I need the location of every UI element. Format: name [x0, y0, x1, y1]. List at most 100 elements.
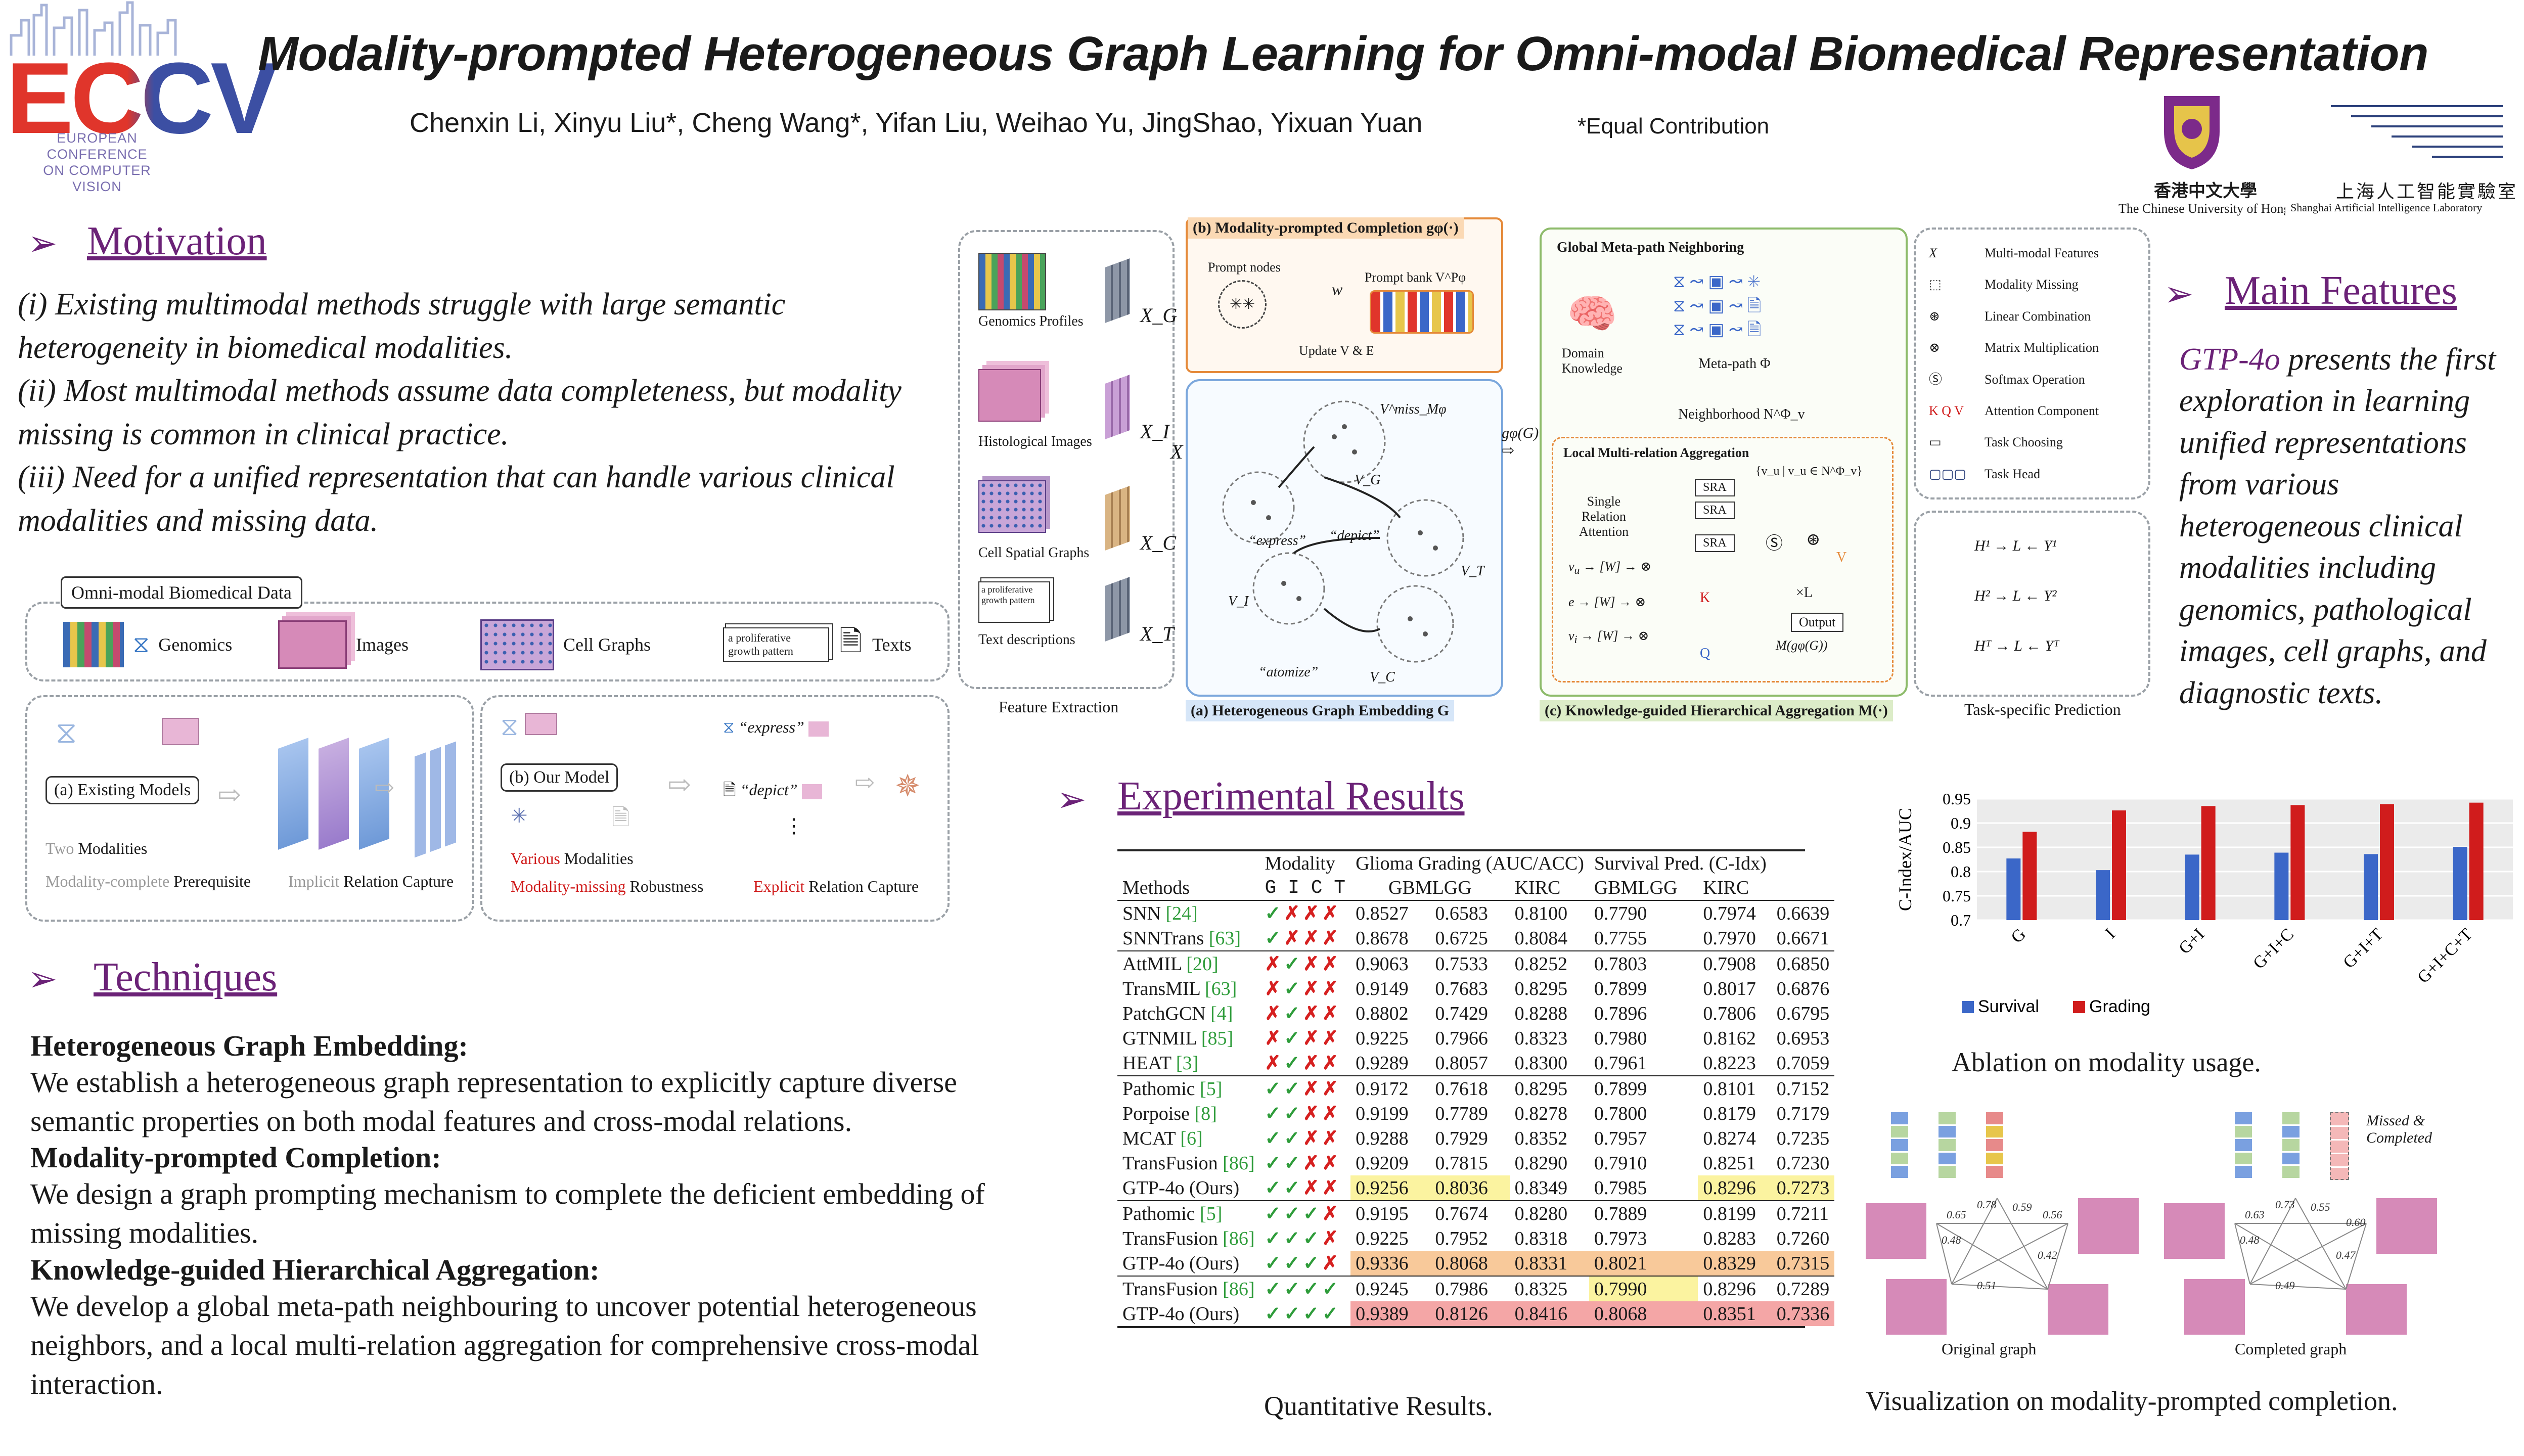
modality-cell: ✓✓✓✗	[1259, 1201, 1350, 1226]
w-label: w	[1332, 280, 1343, 298]
cross-icon: ✗	[1284, 903, 1300, 924]
legend-swatch	[2073, 1001, 2085, 1013]
value-cell: 0.7789	[1435, 1103, 1488, 1124]
main-features-heading: Main Features	[2225, 268, 2457, 313]
our-cell-icon: ✳	[511, 804, 528, 827]
method-cell: TransFusion [86]	[1122, 1152, 1255, 1174]
modality-cell: ✓✗✗✗	[1259, 900, 1350, 926]
check-icon: ✓	[1303, 1303, 1320, 1325]
domain-knowledge-label: Domain Knowledge	[1562, 346, 1622, 376]
cross-icon: ✗	[1322, 1028, 1338, 1049]
x-tick-label: G	[2007, 925, 2030, 947]
legend-item-2: ⬚Modality Missing	[1929, 277, 2079, 292]
value-cell: 0.7899	[1594, 1078, 1647, 1100]
our-icons: ⧖	[501, 708, 557, 746]
motivation-heading: Motivation	[87, 219, 267, 263]
set-notation: {v_u | v_u ∈ N^Φ_v}	[1755, 465, 1863, 478]
our-feature-1: Various Modalities	[511, 849, 634, 868]
value-cell: 0.7059	[1776, 1052, 1830, 1074]
node-rows: vu → [W] → ⊗ e → [W] → ⊗ vi → [W] → ⊗	[1568, 559, 1652, 646]
our-relation-depict: 🗎 “depict”	[723, 779, 822, 806]
value-cell: 0.7974	[1703, 902, 1756, 924]
method-cell: Pathomic [5]	[1122, 1203, 1223, 1224]
value-cell: 0.8678	[1356, 927, 1409, 949]
our-ellipsis: ⋮	[784, 814, 804, 837]
legend-swatch	[1962, 1001, 1974, 1013]
legend-item-8: ▢▢▢Task Head	[1929, 466, 2041, 481]
document-icon: 🗎	[839, 625, 863, 657]
our-graph-icon: ✵	[895, 769, 921, 803]
cross-icon: ✗	[1322, 903, 1338, 924]
bar-grading	[2022, 832, 2037, 920]
legend-item-4: ⊗Matrix Multiplication	[1929, 340, 2099, 355]
embedding-title: (a) Heterogeneous Graph Embedding G	[1186, 700, 1455, 721]
value-cell: 0.6953	[1776, 1027, 1830, 1049]
brain-icon: 🧠	[1567, 292, 1617, 337]
value-cell: 0.8100	[1514, 902, 1568, 924]
value-cell: 0.9225	[1356, 1227, 1409, 1249]
input-label-histology: Histological Images	[978, 434, 1092, 449]
kqv-q: Q	[1700, 646, 1710, 661]
value-cell: 0.8274	[1703, 1127, 1756, 1149]
input-sym-histology: X_I	[1140, 420, 1169, 443]
task-head-3: Hᵀ → L ← Yᵀ	[1974, 638, 2059, 654]
graph-label-vi: V_I	[1228, 594, 1249, 609]
aggregation-panel: Global Meta-path Neighboring 🧠 Domain Kn…	[1540, 228, 1908, 697]
matmul-op-icon: ⊛	[1806, 530, 1821, 549]
meta-path-rows: ⧖ ↝ ▣ ↝ ✳ ⧖ ↝ ▣ ↝ 🗎 ⧖ ↝ ▣ ↝ 🗎	[1673, 272, 1762, 340]
kqv-k: K	[1700, 590, 1710, 606]
col-head-methods: Methods	[1122, 877, 1190, 898]
check-icon: ✓	[1284, 1203, 1300, 1224]
x-tick-label: G+I+C	[2249, 925, 2297, 973]
motivation-arrow-icon: ➢	[28, 224, 58, 263]
input-sym-genomics: X_G	[1140, 304, 1178, 327]
technique-2-title: Modality-prompted Completion:	[30, 1141, 441, 1174]
input-cellgraph: Cell Spatial Graphs X_C	[978, 480, 1176, 561]
eccv-logo: ECCV EUROPEAN CONFERENCE ON COMPUTER VIS…	[6, 0, 278, 194]
existing-feature-1: Two Modalities	[46, 839, 148, 857]
check-icon: ✓	[1284, 1103, 1300, 1124]
value-cell: 0.9195	[1356, 1203, 1409, 1224]
legend-label: Grading	[2089, 997, 2150, 1016]
technique-3-text: We develop a global meta-path neighbouri…	[30, 1289, 979, 1400]
value-cell: 0.7889	[1594, 1203, 1647, 1224]
cross-icon: ✗	[1322, 1177, 1338, 1199]
check-icon: ✓	[1284, 1078, 1300, 1100]
cross-icon: ✗	[1303, 1128, 1320, 1149]
check-icon: ✓	[1303, 1228, 1320, 1249]
value-cell: 0.7230	[1776, 1152, 1830, 1174]
feature-bar-cellgraph-icon	[1105, 485, 1130, 551]
completed-graph-label: Completed graph	[2235, 1340, 2347, 1358]
value-cell: 0.9336	[1350, 1251, 1430, 1276]
cuhk-crest-icon	[2164, 96, 2220, 169]
task-heads-panel	[1914, 511, 2150, 697]
bar-survival	[2006, 858, 2021, 920]
value-cell: 0.7980	[1594, 1027, 1647, 1049]
value-cell: 0.8017	[1703, 978, 1756, 999]
prompt-bank-icon	[1370, 290, 1474, 334]
value-cell: 0.6725	[1435, 927, 1488, 949]
value-cell: 0.8252	[1514, 953, 1568, 975]
check-icon: ✓	[1284, 1303, 1300, 1325]
cross-icon: ✗	[1322, 1203, 1338, 1224]
value-cell: 0.7899	[1594, 978, 1647, 999]
cross-icon: ✗	[1303, 1153, 1320, 1174]
method-cell: MCAT [6]	[1122, 1127, 1203, 1149]
cross-icon: ✗	[1322, 1228, 1338, 1249]
value-cell: 0.7957	[1594, 1127, 1647, 1149]
existing-models-panel	[25, 695, 474, 922]
bar-grading	[2380, 804, 2394, 920]
y-axis-label: C-Index/AUC	[1895, 808, 1915, 911]
value-cell: 0.9225	[1356, 1027, 1409, 1049]
check-icon: ✓	[1265, 1279, 1281, 1300]
check-icon: ✓	[1284, 1279, 1300, 1300]
bar-grading	[2290, 805, 2305, 920]
method-cell: TransMIL [63]	[1122, 978, 1237, 999]
value-cell: 0.7929	[1435, 1127, 1488, 1149]
feature-bar-text-icon	[1105, 576, 1130, 642]
check-icon: ✓	[1265, 928, 1281, 949]
